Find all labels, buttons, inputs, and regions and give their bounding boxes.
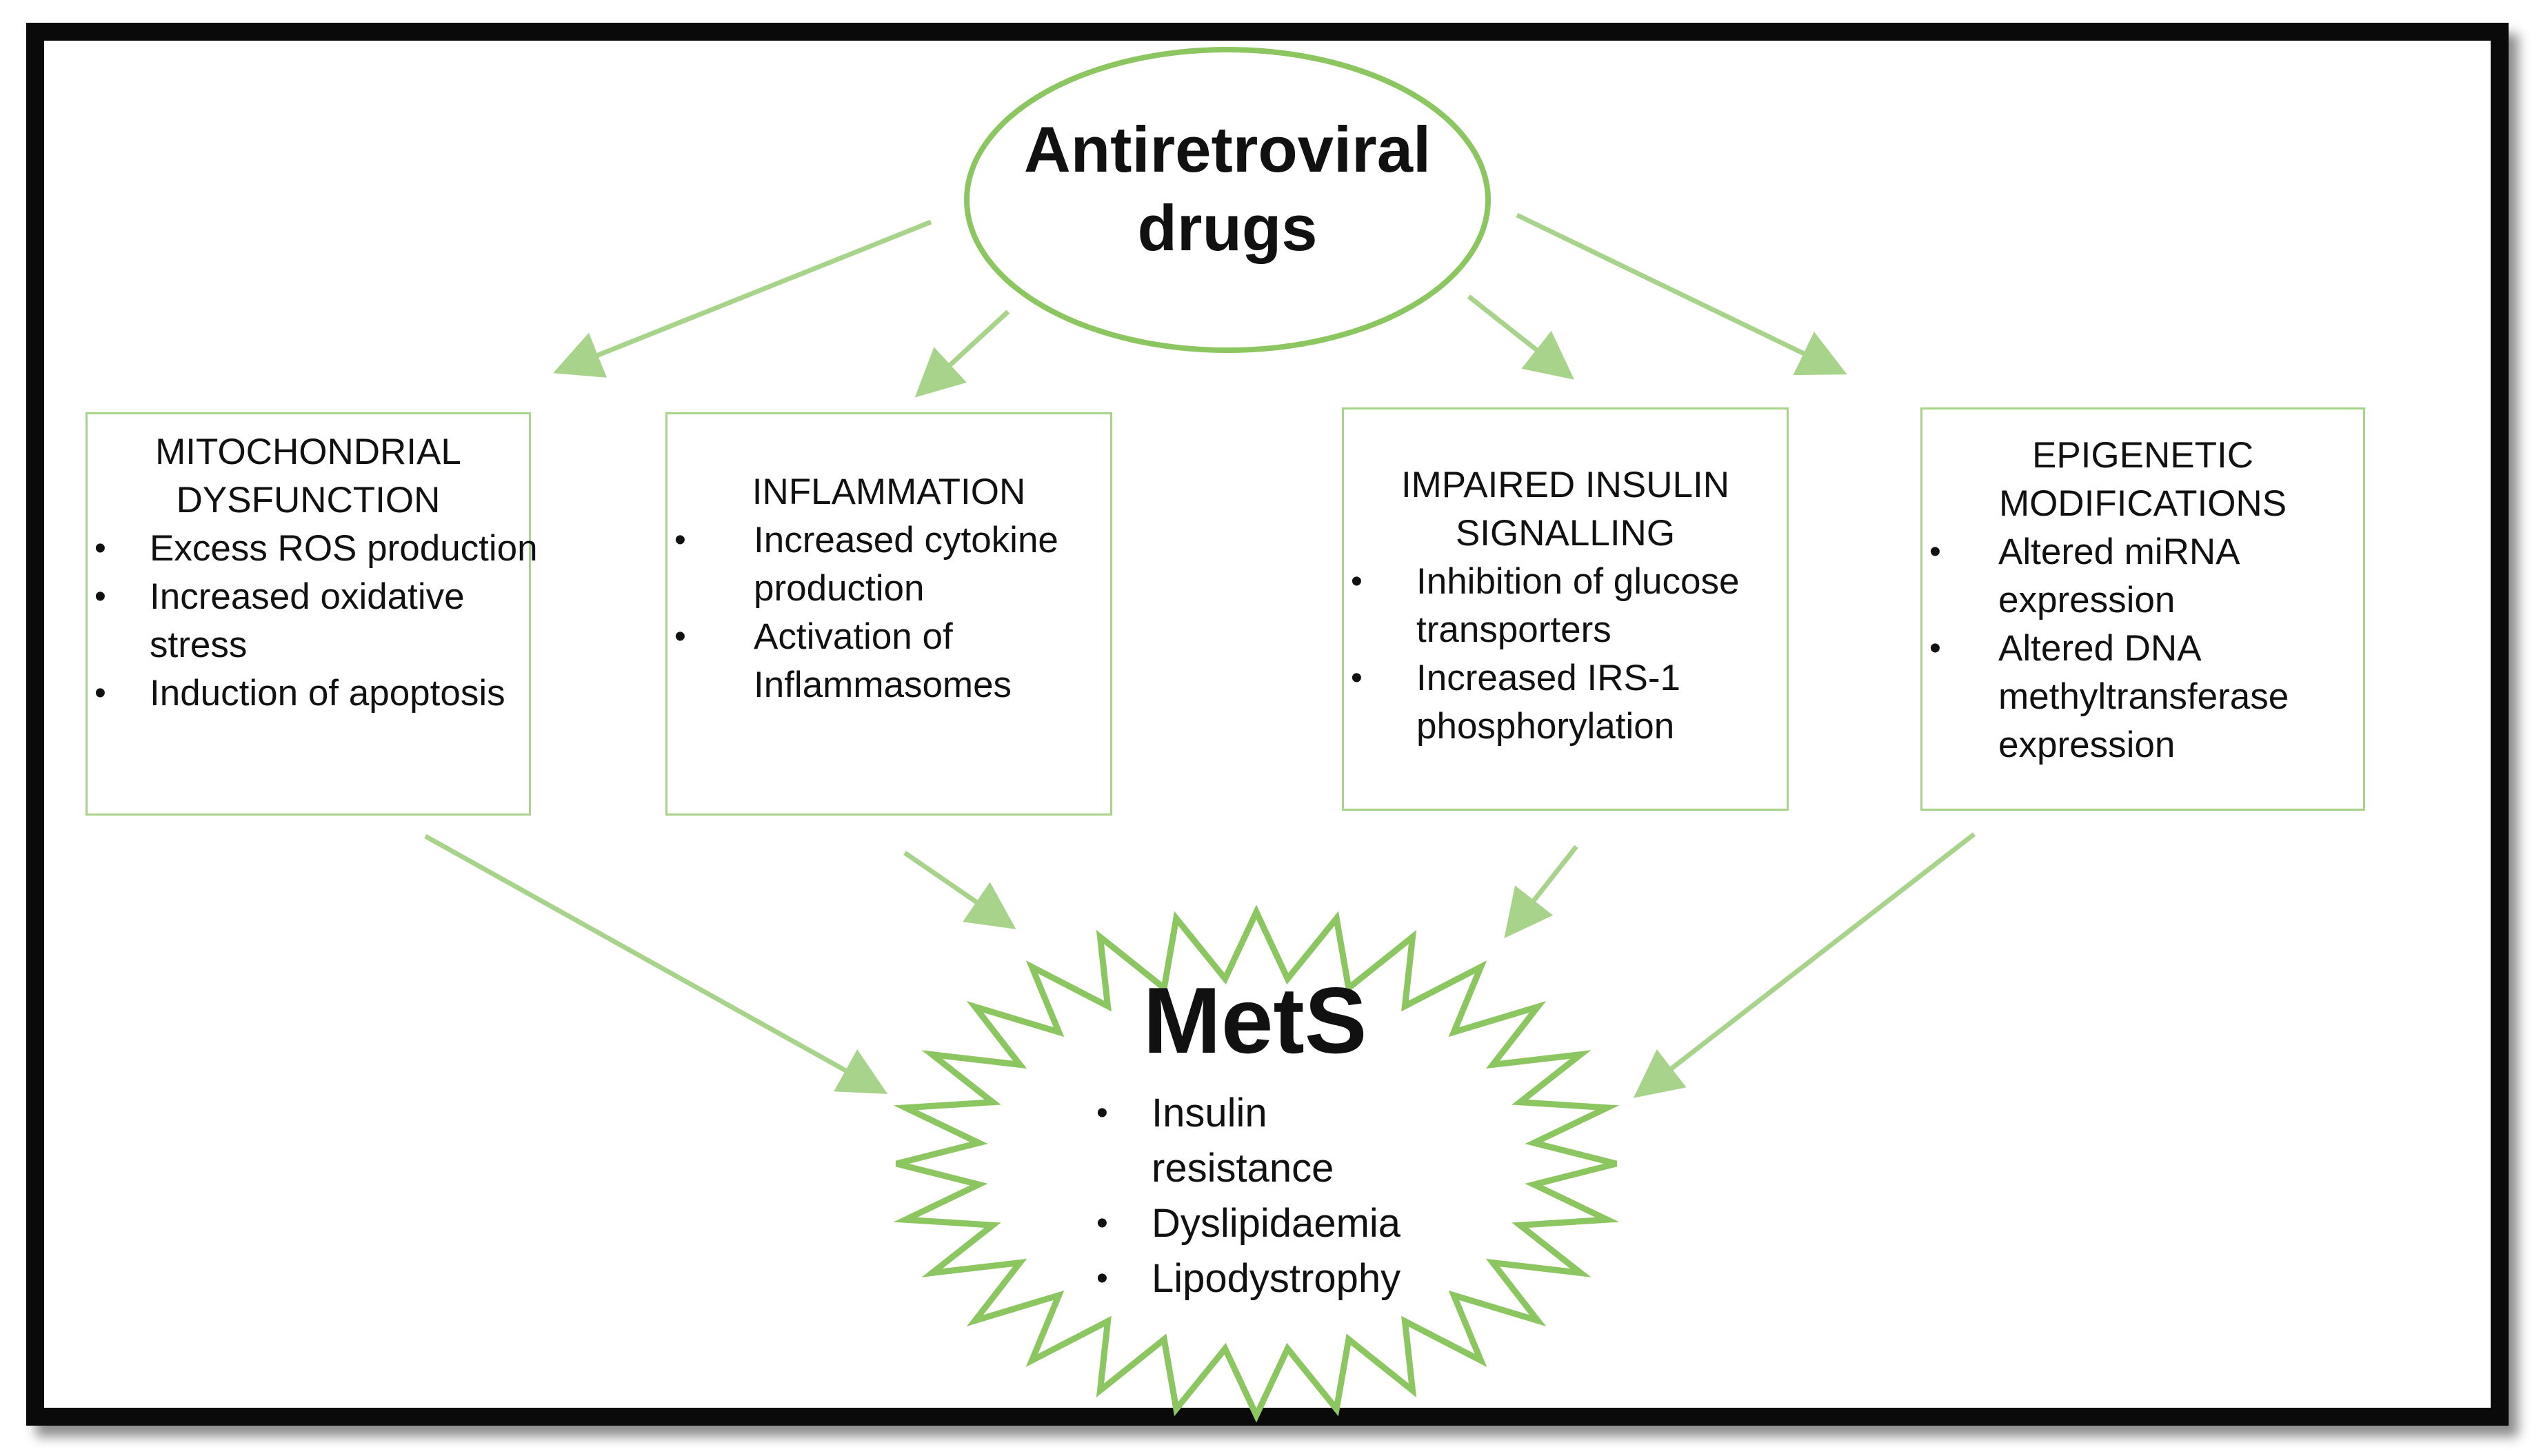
list-item: Increased IRS-1 phosphorylation — [1344, 654, 1771, 751]
arrow-drugs-to-mitochondrial — [553, 219, 932, 378]
mechanism-title: INFLAMMATION — [752, 472, 1026, 512]
arrow-insulin-signalling-to-mets — [1504, 845, 1578, 939]
mechanism-box-mitochondrial: MITOCHONDRIAL DYSFUNCTION Excess ROS pro… — [86, 412, 538, 816]
mechanism-box-insulin-signalling: IMPAIRED INSULIN SIGNALLING Inhibition o… — [1342, 407, 1789, 811]
list-item: Altered miRNA expression — [1922, 528, 2364, 625]
list-item: Activation of Inflammasomes — [667, 613, 1074, 709]
mechanism-box-inflammation: INFLAMMATION Increased cytokine producti… — [665, 412, 1112, 816]
list-item: Excess ROS production — [88, 525, 612, 573]
arrow-drugs-to-insulin-signalling — [1467, 294, 1574, 380]
mechanism-list: Inhibition of glucose transporters Incre… — [1344, 558, 1771, 751]
mechanism-title: MITOCHONDRIAL DYSFUNCTION — [155, 432, 461, 520]
mechanism-list: Increased cytokine production Activation… — [667, 516, 1074, 709]
antiretroviral-drugs-label: Antiretroviral drugs — [1023, 113, 1432, 264]
list-item: Altered DNA methyltransferase expression — [1922, 625, 2364, 769]
mets-list: Insulin resistance Dyslipidaemia Lipodys… — [1076, 1086, 1434, 1306]
list-item: Increased oxidative stress — [88, 573, 612, 669]
arrow-epigenetic-to-mets — [1633, 832, 1976, 1098]
mechanism-list: Excess ROS production Increased oxidativ… — [88, 525, 612, 718]
arrow-drugs-to-epigenetic — [1516, 212, 1847, 376]
list-item: Increased cytokine production — [667, 516, 1074, 613]
list-item: Insulin resistance — [1076, 1086, 1434, 1196]
list-item: Dyslipidaemia — [1076, 1196, 1434, 1251]
list-item: Inhibition of glucose transporters — [1344, 558, 1771, 654]
list-item: Induction of apoptosis — [88, 669, 612, 718]
mechanism-title: EPIGENETIC MODIFICATIONS — [1998, 435, 2287, 524]
mechanism-box-epigenetic: EPIGENETIC MODIFICATIONS Altered miRNA e… — [1920, 407, 2365, 811]
arrow-mitochondrial-to-mets — [424, 833, 888, 1094]
arrow-drugs-to-inflammation — [914, 310, 1010, 398]
mets-title: MetS — [1143, 968, 1367, 1073]
antiretroviral-drugs-ellipse — [964, 47, 1491, 353]
arrow-inflammation-to-mets — [903, 851, 1016, 929]
mechanism-list: Altered miRNA expression Altered DNA met… — [1922, 528, 2364, 769]
mechanism-title: IMPAIRED INSULIN SIGNALLING — [1400, 465, 1730, 554]
list-item: Lipodystrophy — [1076, 1251, 1434, 1306]
